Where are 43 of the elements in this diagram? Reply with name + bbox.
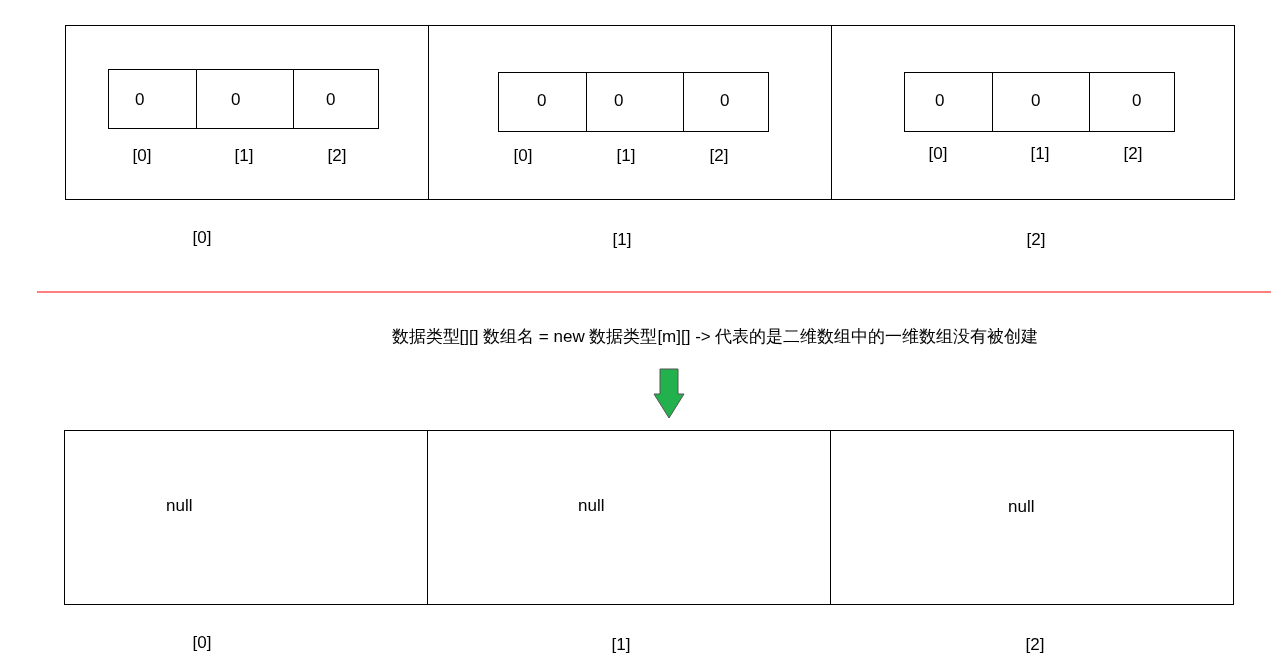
cell-value: 0	[614, 91, 624, 111]
array-cell	[498, 72, 587, 132]
array-cell	[1089, 72, 1175, 132]
index-label: [2]	[709, 146, 729, 166]
index-label: [2]	[1123, 144, 1143, 164]
array-cell	[904, 72, 993, 132]
index-label: [1]	[616, 146, 636, 166]
index-label: [2]	[1025, 635, 1045, 655]
null-cell	[64, 430, 428, 605]
index-label: [0]	[132, 146, 152, 166]
array-cell	[992, 72, 1090, 132]
cell-value: 0	[935, 91, 945, 111]
index-label: [0]	[192, 228, 212, 248]
index-label: [1]	[612, 230, 632, 250]
index-label: [2]	[1026, 230, 1046, 250]
cell-value: 0	[231, 90, 241, 110]
cell-value: 0	[537, 91, 547, 111]
cell-value: 0	[1031, 91, 1041, 111]
array-cell	[108, 69, 197, 129]
caption-text: 数据类型[][] 数组名 = new 数据类型[m][] -> 代表的是二维数组中的一维数组没有被创建	[391, 327, 1039, 347]
outer-array-cell	[831, 25, 1235, 200]
index-label: [0]	[928, 144, 948, 164]
array-cell	[586, 72, 684, 132]
array-cell	[293, 69, 379, 129]
array-cell	[683, 72, 769, 132]
cell-value: null	[578, 496, 605, 516]
cell-value: null	[1008, 497, 1035, 517]
index-label: [1]	[234, 146, 254, 166]
cell-value: null	[166, 496, 193, 516]
null-cell	[427, 430, 831, 605]
index-label: [2]	[327, 146, 347, 166]
cell-value: 0	[135, 90, 145, 110]
null-cell	[830, 430, 1234, 605]
cell-value: 0	[326, 90, 336, 110]
cell-value: 0	[1132, 91, 1142, 111]
outer-array-cell	[428, 25, 832, 200]
outer-array-cell	[65, 25, 429, 200]
index-label: [0]	[192, 633, 212, 653]
index-label: [1]	[611, 635, 631, 655]
cell-value: 0	[720, 91, 730, 111]
index-label: [1]	[1030, 144, 1050, 164]
index-label: [0]	[513, 146, 533, 166]
array-cell	[196, 69, 294, 129]
